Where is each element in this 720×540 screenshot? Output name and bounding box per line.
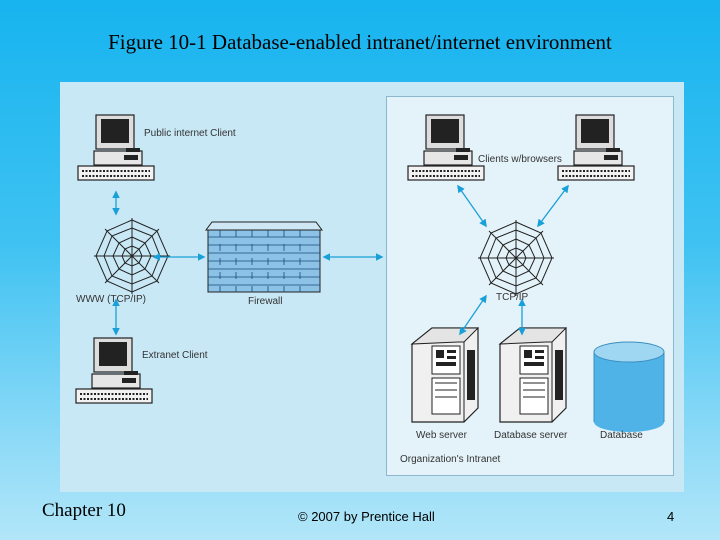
footer-page-number: 4 [667, 509, 675, 524]
extranet-client-computer [75, 337, 153, 404]
arrow-tcpip-webserver [459, 294, 487, 336]
label-extranet-client: Extranet Client [142, 350, 208, 361]
client-computer-2 [557, 114, 635, 181]
diagram-graphics [75, 114, 665, 432]
arrow-client1-tcpip [457, 184, 487, 228]
database-cylinder-icon [593, 341, 665, 432]
public-client-computer [77, 114, 155, 181]
database-server-icon [499, 327, 567, 423]
label-web-server: Web server [416, 430, 467, 441]
web-server-icon [411, 327, 479, 423]
label-intranet: Organization's Intranet [400, 454, 501, 465]
label-www: WWW (TCP/IP) [76, 294, 146, 305]
diagram-figure: Public internet Client Clients w/browser… [60, 82, 684, 492]
arrow-client2-tcpip [537, 184, 569, 228]
label-db-server: Database server [494, 430, 568, 441]
footer-copyright: © 2007 by Prentice Hall [298, 509, 435, 524]
label-database: Database [600, 430, 643, 441]
firewall-wall-icon [205, 221, 323, 293]
label-clients: Clients w/browsers [478, 154, 562, 165]
slide-title: Figure 10-1 Database-enabled intranet/in… [108, 30, 612, 54]
label-firewall: Firewall [248, 296, 283, 307]
www-web-icon [93, 217, 171, 295]
footer-chapter: Chapter 10 [42, 500, 126, 521]
label-tcpip: TCP/IP [496, 292, 529, 303]
client-computer-1 [407, 114, 485, 181]
tcpip-web-icon [477, 219, 555, 297]
label-public-client: Public internet Client [144, 128, 236, 139]
